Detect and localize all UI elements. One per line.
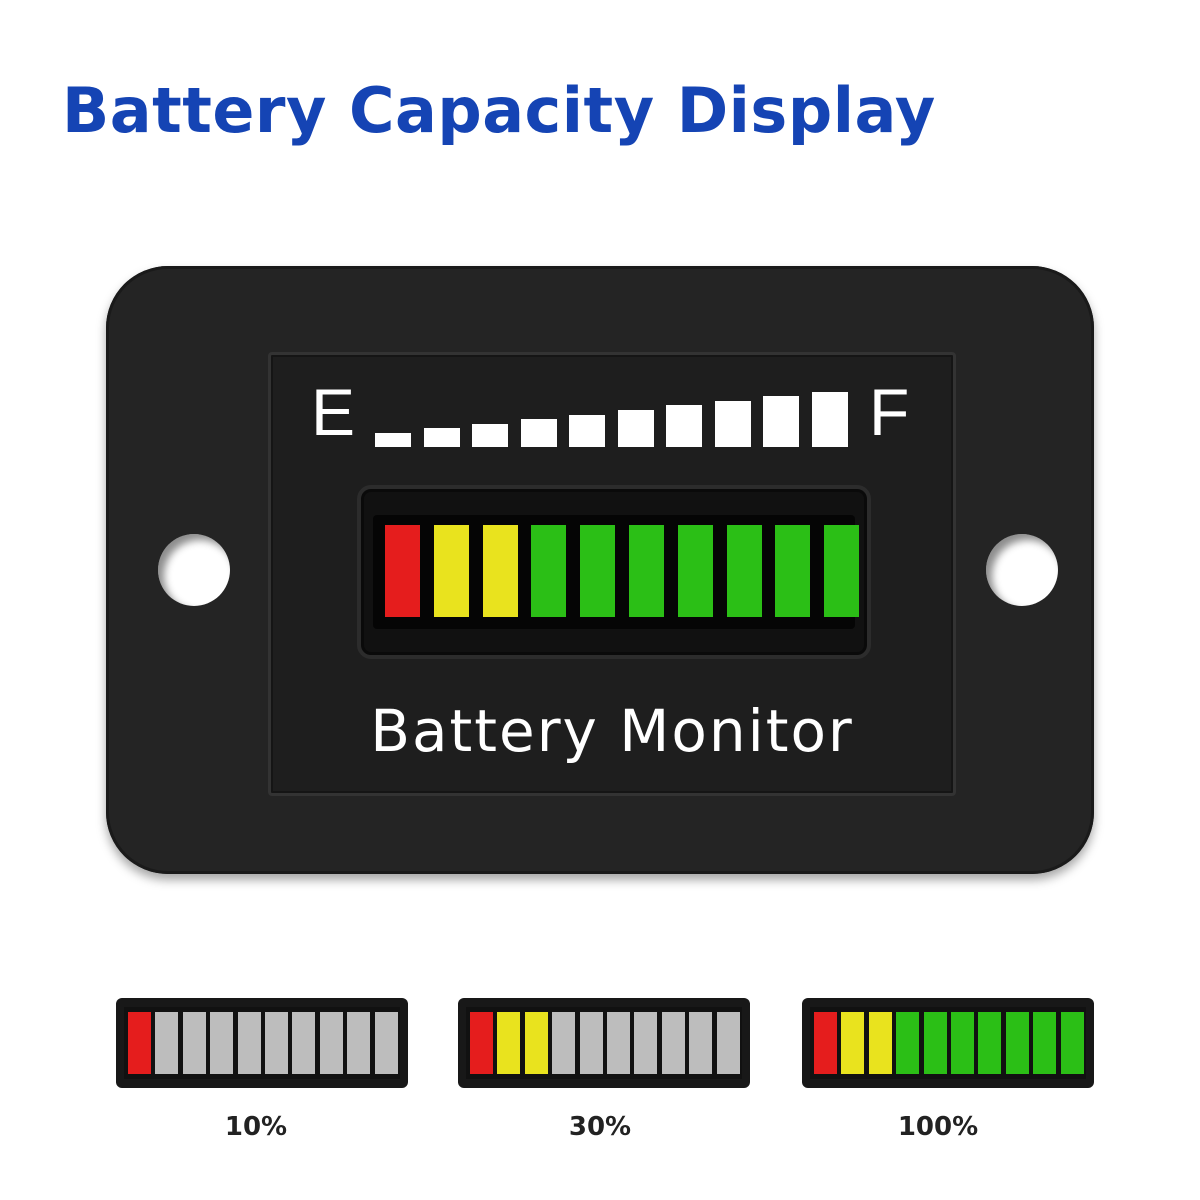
mounting-hole-right bbox=[986, 534, 1058, 606]
level-segment bbox=[579, 1012, 603, 1074]
scale-tick bbox=[666, 405, 702, 447]
scale-tick bbox=[763, 396, 799, 447]
led-segment bbox=[433, 525, 469, 617]
level-segment bbox=[128, 1012, 151, 1074]
led-segment bbox=[726, 525, 762, 617]
level-caption-100: 100% bbox=[897, 1112, 979, 1142]
level-segment bbox=[814, 1012, 837, 1074]
level-segment bbox=[978, 1012, 1002, 1074]
mounting-hole-left bbox=[158, 534, 230, 606]
level-segment bbox=[868, 1012, 892, 1074]
level-indicator-100 bbox=[802, 998, 1094, 1088]
level-bar bbox=[466, 1007, 742, 1079]
level-segment bbox=[661, 1012, 685, 1074]
display-face: E F Battery Monitor bbox=[268, 352, 956, 796]
level-indicator-10 bbox=[116, 998, 408, 1088]
led-segment bbox=[824, 525, 860, 617]
scale-tick bbox=[569, 414, 605, 447]
level-segment bbox=[155, 1012, 179, 1074]
level-caption-10: 10% bbox=[224, 1112, 288, 1142]
level-segment bbox=[470, 1012, 493, 1074]
level-segment bbox=[689, 1012, 713, 1074]
level-segment bbox=[841, 1012, 865, 1074]
led-segment bbox=[580, 525, 616, 617]
led-bar bbox=[373, 515, 860, 629]
battery-monitor-device: E F Battery Monitor bbox=[106, 266, 1094, 874]
led-segment bbox=[482, 525, 518, 617]
level-segment bbox=[210, 1012, 234, 1074]
level-segment bbox=[347, 1012, 371, 1074]
page-title: Battery Capacity Display bbox=[62, 74, 936, 147]
level-segment bbox=[607, 1012, 630, 1074]
level-segment bbox=[265, 1012, 288, 1074]
led-segment bbox=[775, 525, 811, 617]
level-caption-30: 30% bbox=[568, 1112, 632, 1142]
led-window bbox=[357, 485, 871, 659]
level-segment bbox=[524, 1012, 548, 1074]
level-segment bbox=[292, 1012, 316, 1074]
level-segment bbox=[716, 1012, 740, 1074]
level-segment bbox=[552, 1012, 576, 1074]
level-bar bbox=[810, 1007, 1086, 1079]
level-segment bbox=[923, 1012, 947, 1074]
level-segment bbox=[1033, 1012, 1057, 1074]
level-segment bbox=[1005, 1012, 1029, 1074]
level-segment bbox=[237, 1012, 261, 1074]
scale-tick bbox=[520, 419, 557, 447]
scale-tick bbox=[714, 400, 751, 447]
level-indicator-30 bbox=[458, 998, 750, 1088]
scale-tick bbox=[811, 391, 848, 447]
level-segment bbox=[374, 1012, 398, 1074]
scale-tick bbox=[423, 428, 460, 447]
level-segment bbox=[951, 1012, 974, 1074]
level-segment bbox=[1060, 1012, 1084, 1074]
scale-tick bbox=[472, 423, 508, 447]
scale-empty-label: E bbox=[311, 375, 356, 449]
level-segment bbox=[634, 1012, 658, 1074]
led-segment bbox=[677, 525, 713, 617]
level-segment bbox=[896, 1012, 920, 1074]
scale-tick bbox=[617, 410, 654, 447]
led-segment bbox=[629, 525, 664, 617]
led-segment bbox=[531, 525, 567, 617]
scale-full-label: F bbox=[869, 375, 910, 449]
scale-tick bbox=[375, 433, 411, 447]
level-segment bbox=[182, 1012, 206, 1074]
level-segment bbox=[497, 1012, 521, 1074]
device-label: Battery Monitor bbox=[370, 697, 854, 765]
scale-ticks bbox=[375, 389, 848, 447]
level-segment bbox=[319, 1012, 343, 1074]
level-bar bbox=[124, 1007, 400, 1079]
led-segment bbox=[385, 525, 420, 617]
